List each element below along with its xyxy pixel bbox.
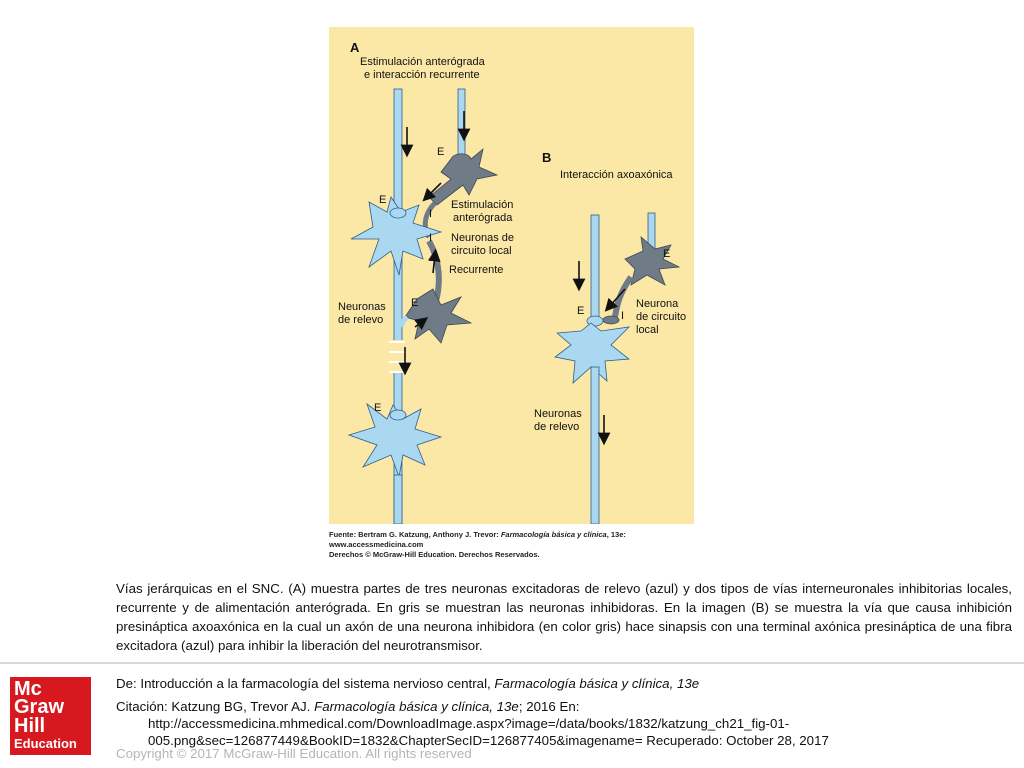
label-i-1: I <box>429 208 432 220</box>
relay-neuron-1 <box>350 196 443 276</box>
logo-line-3: Hill <box>14 715 46 737</box>
signal-arrows-a <box>398 111 471 376</box>
label-b-e-gray: E <box>663 248 670 260</box>
relay-neuron-2 <box>347 402 443 524</box>
source-rights: Derechos © McGraw-Hill Education. Derech… <box>329 550 540 559</box>
citation-cite-prefix: Citación: Katzung BG, Trevor AJ. <box>116 699 315 714</box>
panel-a-letter: A <box>350 40 360 55</box>
label-estim-1: Estimulación <box>451 199 513 211</box>
label-recurrente: Recurrente <box>449 264 503 276</box>
label-e-top-gray: E <box>437 146 444 158</box>
copyright-notice: Copyright © 2017 McGraw-Hill Education. … <box>116 746 472 761</box>
logo-line-1: Mc <box>14 678 42 700</box>
mcgraw-hill-logo: Mc Graw Hill Education <box>10 677 91 755</box>
relay-neuron-b <box>554 315 631 524</box>
label-e-relay1: E <box>379 194 386 206</box>
source-website: www.accessmedicina.com <box>329 540 424 549</box>
label-relay-1: Neuronas <box>338 301 386 313</box>
citation-cite: Citación: Katzung BG, Trevor AJ. Farmaco… <box>116 698 996 715</box>
label-local-1: Neuronas de <box>451 232 514 244</box>
label-i-2: I <box>429 232 432 244</box>
label-b-local-1: Neurona <box>636 298 679 310</box>
citation-cite-suffix: ; 2016 En: <box>518 699 580 714</box>
label-b-relay-1: Neuronas <box>534 408 582 420</box>
figure-panel: A Estimulación anterógrada e interacción… <box>329 27 694 524</box>
label-estim-2: anterógrada <box>453 212 513 224</box>
divider <box>0 662 1024 664</box>
label-b-i: I <box>621 310 624 322</box>
citation-from-prefix: De: Introducción a la farmacología del s… <box>116 676 495 691</box>
label-b-local-3: local <box>636 324 659 336</box>
citation-url-1[interactable]: http://accessmedicina.mhmedical.com/Down… <box>148 716 790 731</box>
label-e-relay2: E <box>374 402 381 414</box>
label-relay-2: de relevo <box>338 314 383 326</box>
label-b-e-relay: E <box>577 305 584 317</box>
citation-block: De: Introducción a la farmacología del s… <box>116 675 996 749</box>
figure-caption: Vías jerárquicas en el SNC. (A) muestra … <box>116 581 1012 653</box>
panel-b-letter: B <box>542 150 551 165</box>
logo-line-4: Education <box>14 736 77 751</box>
citation-cite-book: Farmacología básica y clínica, 13e <box>314 699 519 714</box>
panel-b-title: Interacción axoaxónica <box>560 169 673 181</box>
label-b-local-2: de circuito <box>636 311 686 323</box>
logo-line-2: Graw <box>14 696 65 718</box>
citation-from: De: Introducción a la farmacología del s… <box>116 675 996 692</box>
signal-arrows-b <box>572 261 626 446</box>
figure-source-note: Fuente: Bertram G. Katzung, Anthony J. T… <box>329 530 709 560</box>
relay-axon-b-top <box>590 214 600 320</box>
source-prefix: Fuente: Bertram G. Katzung, Anthony J. T… <box>329 530 501 539</box>
label-b-relay-2: de relevo <box>534 421 579 433</box>
label-local-2: circuito local <box>451 245 512 257</box>
neuron-diagram: A Estimulación anterógrada e interacción… <box>338 40 686 524</box>
source-book: Farmacología básica y clínica <box>500 530 607 539</box>
label-e-gray2: E <box>411 297 418 309</box>
inhibitory-neuron-b <box>602 212 681 325</box>
citation-from-book: Farmacología básica y clínica, 13e <box>494 676 700 691</box>
citation-url-2[interactable]: 005.png&sec=126877449&BookID=1832&Chapte… <box>148 733 829 748</box>
panel-a-title-1: Estimulación anterógrada <box>360 56 486 68</box>
source-suffix: , 13e: <box>606 530 626 539</box>
panel-a-title-2: e interacción recurrente <box>364 69 480 81</box>
